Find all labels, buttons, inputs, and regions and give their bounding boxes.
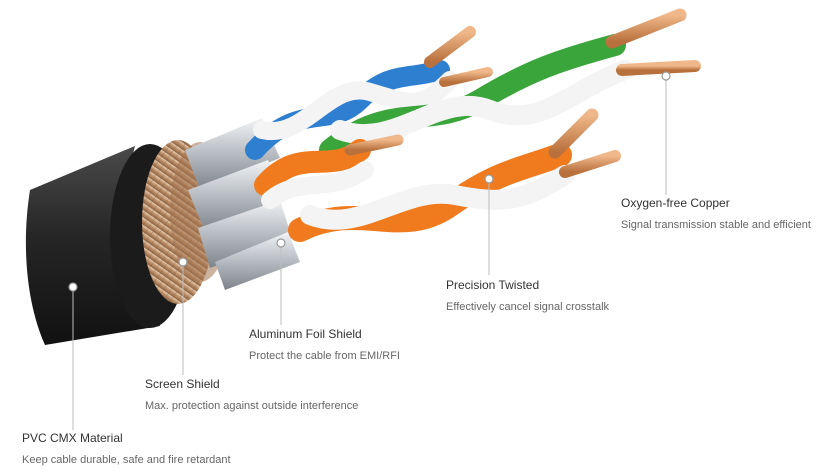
foil-shield-pair [198,200,292,268]
callout-title: Oxygen-free Copper [621,196,730,210]
leader-lines [72,78,667,430]
copper-conductor [439,67,493,87]
callout-title: Screen Shield [145,377,220,391]
marker-dot-copper [661,71,671,81]
marker-dot-twisted [484,174,494,184]
callout-screen: Screen Shield Max. protection against ou… [145,377,358,413]
leader-dots [68,71,671,292]
green-twisted-pair [319,8,701,161]
callout-copper: Oxygen-free Copper Signal transmission s… [621,196,811,232]
copper-conductor [344,134,404,156]
callout-title: PVC CMX Material [22,431,123,445]
callout-title: Aluminum Foil Shield [249,327,362,341]
marker-dot-screen [178,257,188,267]
callout-pvc: PVC CMX Material Keep cable durable, saf… [22,431,231,467]
copper-conductor [559,150,621,178]
callout-foil: Aluminum Foil Shield Protect the cable f… [249,327,400,363]
marker-dot-pvc [68,282,78,292]
copper-conductor [424,26,476,68]
callout-description: Signal transmission stable and efficient [621,219,811,231]
callout-description: Protect the cable from EMI/RFI [249,350,400,362]
blue-twisted-pair [245,26,493,160]
callout-description: Effectively cancel signal crosstalk [446,301,610,313]
copper-conductor [605,8,687,49]
callout-title: Precision Twisted [446,278,540,292]
callout-description: Keep cable durable, safe and fire retard… [22,454,231,466]
copper-conductor [548,108,599,159]
copper-conductor [616,60,701,76]
orange-twisted-pair [254,108,621,242]
marker-dot-foil [276,238,286,248]
callout-description: Max. protection against outside interfer… [145,400,359,412]
callout-twisted: Precision Twisted Effectively cancel sig… [446,278,609,314]
